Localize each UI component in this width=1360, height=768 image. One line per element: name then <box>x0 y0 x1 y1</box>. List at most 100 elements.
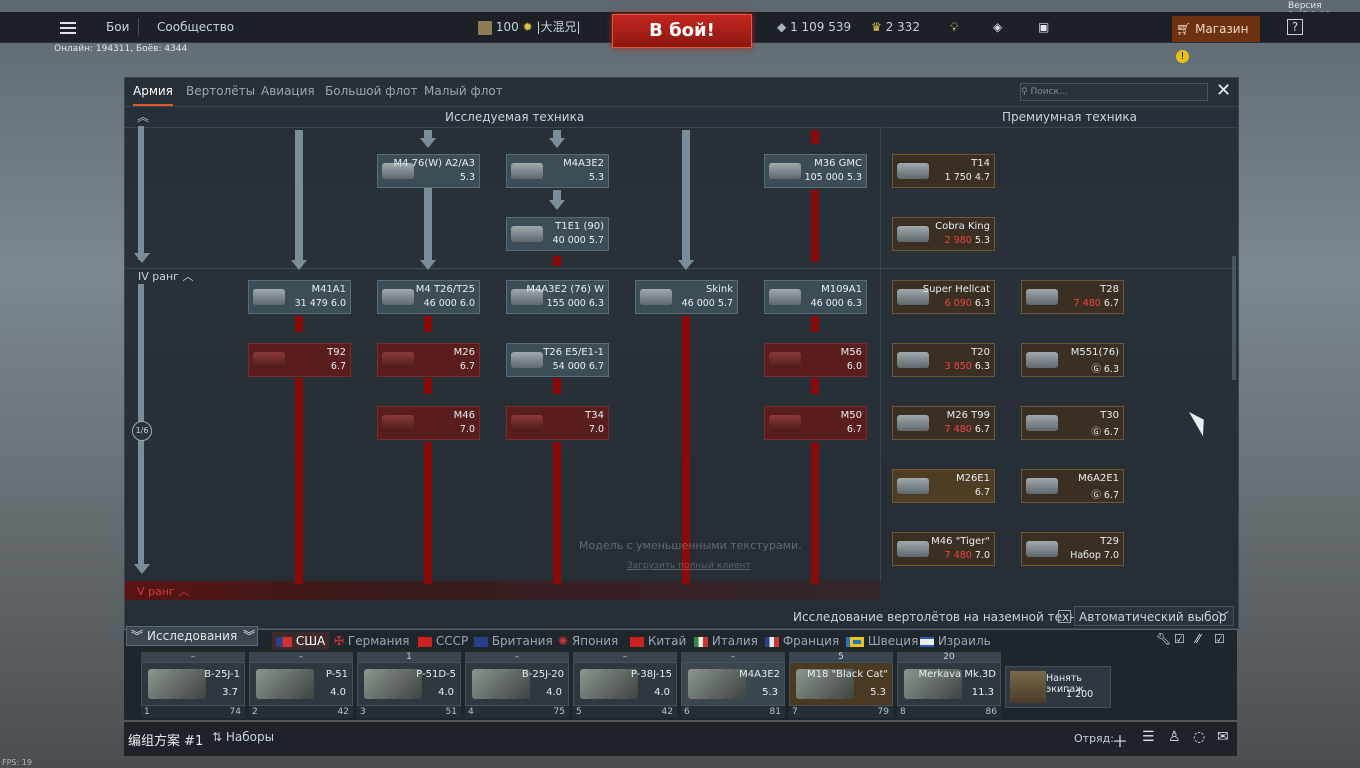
search-input[interactable]: ⚲ Поиск... <box>1020 83 1208 101</box>
nav-community[interactable]: Сообщество <box>157 20 235 34</box>
nation-tab-france[interactable]: Франция <box>765 632 839 650</box>
rank-v-label[interactable]: V ранг ︿ <box>137 583 189 599</box>
tab-army[interactable]: Армия <box>133 78 173 106</box>
warbond-icon[interactable]: ◈ <box>993 20 1003 34</box>
auto-select-dropdown[interactable]: Автоматический выбор ﹀ <box>1074 606 1234 626</box>
tree-node-t92[interactable]: T92 6.7 <box>248 343 351 377</box>
heli-research-checkbox[interactable] <box>1058 610 1071 623</box>
tree-line <box>295 130 303 260</box>
flag-ussr-icon <box>418 636 432 647</box>
hire-crew-button[interactable]: Нанять экипаж 1 200 <box>1005 666 1111 708</box>
list-icon[interactable]: ☰ <box>1142 729 1155 745</box>
scrollbar[interactable] <box>1232 256 1236 380</box>
chat-icon[interactable]: ◌ <box>1193 729 1206 745</box>
tab-coastal-fleet[interactable]: Малый флот <box>424 84 503 98</box>
check-icon[interactable]: ☑ <box>1174 632 1185 646</box>
nation-tab-china[interactable]: Китай <box>630 632 686 650</box>
check-icon[interactable]: ☑ <box>1214 632 1225 646</box>
tab-helicopters[interactable]: Вертолёты <box>186 84 256 98</box>
vehicle-name: Cobra King <box>935 221 990 232</box>
nation-tab-ussr[interactable]: СССР <box>418 632 468 650</box>
tree-node-m50[interactable]: M50 6.7 <box>764 406 867 440</box>
vehicle-br: 7.0 <box>459 424 475 435</box>
tab-bluewater-fleet[interactable]: Большой флот <box>325 84 418 98</box>
nav-battles[interactable]: Бои <box>106 20 130 34</box>
rank-iv-label[interactable]: IV ранг ︿ <box>138 268 193 284</box>
tree-node-m46[interactable]: M46 7.0 <box>377 406 480 440</box>
tree-node-m4a3e2-76[interactable]: M4A3E2 (76) W 155 000 6.3 <box>506 280 609 314</box>
hamburger-icon[interactable] <box>60 12 76 42</box>
download-client-link[interactable]: Загрузить полный клиент <box>627 561 751 571</box>
research-tab[interactable]: ︾Исследования︾ <box>126 626 258 646</box>
shop-button[interactable]: 🛒︎ Магазин ! <box>1172 16 1260 63</box>
nation-tab-britain[interactable]: Британия <box>474 632 553 650</box>
vehicle-price-br: 6 090 6.3 <box>945 298 990 309</box>
mail-icon[interactable]: ✉ <box>1217 729 1229 745</box>
nation-tab-usa[interactable]: США <box>272 632 330 650</box>
nation-label: США <box>295 634 326 648</box>
ticket-icon[interactable]: ▣ <box>1038 20 1050 34</box>
tank-icon <box>511 415 543 431</box>
player-level: 100 <box>495 20 519 34</box>
tree-node-t26e5[interactable]: T26 E5/E1-1 54 000 6.7 <box>506 343 609 377</box>
sets-button[interactable]: ⇅ Наборы <box>212 730 274 744</box>
vehicle-br: 5.3 <box>870 687 886 698</box>
avatar <box>478 20 492 35</box>
nation-tab-germany[interactable]: ✠ Германия <box>334 632 409 650</box>
tree-node-m41a1[interactable]: M41A1 31 479 6.0 <box>248 280 351 314</box>
tree-node-skink[interactable]: Skink 46 000 5.7 <box>635 280 738 314</box>
nation-label: Франция <box>782 634 840 648</box>
tree-node-m56[interactable]: M56 6.0 <box>764 343 867 377</box>
tree-node-t1e1[interactable]: T1E1 (90) 40 000 5.7 <box>506 217 609 251</box>
tree-node-m4-t26[interactable]: M4 T26/T25 46 000 6.0 <box>377 280 480 314</box>
lightbulb-icon[interactable]: 💡︎ <box>950 20 959 34</box>
tab-aviation[interactable]: Авиация <box>261 84 315 98</box>
repair-icon[interactable]: 🔧︎ <box>1156 632 1172 646</box>
level-star-icon: ✹ <box>522 20 533 34</box>
close-icon[interactable]: ✕ <box>1216 80 1232 101</box>
player-profile[interactable]: 100 ✹ |大混兄| <box>478 12 581 42</box>
rank-scale-arrow <box>134 253 150 263</box>
tree-node-t34[interactable]: T34 7.0 <box>506 406 609 440</box>
nation-tab-japan[interactable]: ✺ Япония <box>558 632 618 650</box>
nation-tab-israel[interactable]: Израиль <box>920 632 991 650</box>
tree-node-m4-76w[interactable]: M4 76(W) A2/A3 5.3 <box>377 154 480 188</box>
tank-icon <box>897 478 929 494</box>
friends-icon[interactable]: ♙ <box>1168 729 1181 745</box>
add-squad-icon[interactable]: ＋ <box>1112 732 1129 751</box>
vehicle-br: Ⓖ 6.7 <box>1091 424 1119 438</box>
tree-node-m109a1[interactable]: M109A1 46 000 6.3 <box>764 280 867 314</box>
to-battle-button[interactable]: В бой! <box>612 14 752 48</box>
nation-tab-sweden[interactable]: Швеция <box>846 632 918 650</box>
preset-button[interactable]: 编组方案 #1 <box>128 734 204 749</box>
silver-balance[interactable]: ◆ 1 109 539 <box>777 12 851 42</box>
premium-node-m46-tiger[interactable]: M46 "Tiger"7 480 7.0 <box>892 532 995 566</box>
gold-balance[interactable]: ♛ 2 332 <box>871 12 920 42</box>
tree-node-m4a3e2[interactable]: M4A3E2 5.3 <box>506 154 609 188</box>
premium-node-m551-76[interactable]: M551(76)Ⓖ 6.3 <box>1021 343 1124 377</box>
nation-tab-italy[interactable]: Италия <box>694 632 758 650</box>
tree-node-m26[interactable]: M26 6.7 <box>377 343 480 377</box>
collapse-arrow-icon[interactable]: ︽ <box>137 110 150 124</box>
help-icon[interactable]: ? <box>1287 19 1303 35</box>
tree-node-m36[interactable]: M36 GMC 105 000 5.3 <box>764 154 867 188</box>
ammo-icon[interactable]: ⁄⁄ <box>1196 632 1201 646</box>
